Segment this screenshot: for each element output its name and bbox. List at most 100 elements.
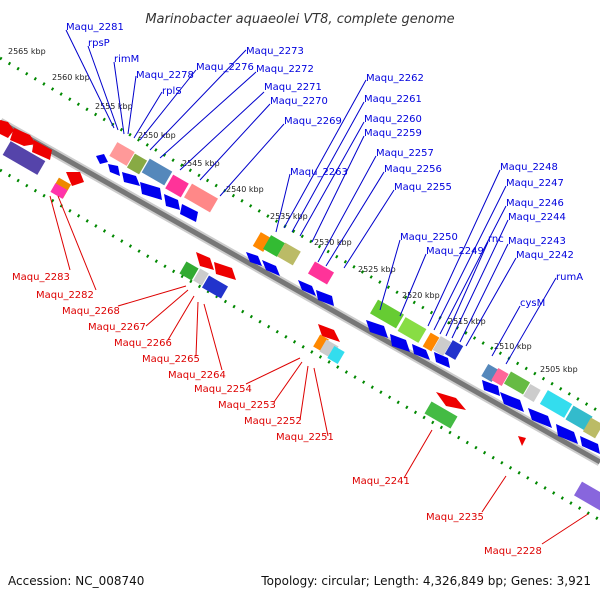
reverse-gene-arrow [32, 140, 52, 160]
gene-block [491, 367, 509, 387]
gene-block [109, 142, 135, 166]
forward-gene-labels: Maqu_2281 rpsP rimM Maqu_2278 rplS Maqu_… [66, 22, 583, 309]
kbp-tick-labels: 2565 kbp 2560 kbp 2555 kbp 2550 kbp 2545… [8, 47, 578, 374]
reverse-gene-arrow [0, 120, 14, 138]
gene-label: Maqu_2264 [168, 370, 226, 381]
forward-gene-arrow [390, 334, 410, 352]
gene-label: Maqu_2267 [88, 322, 146, 333]
forward-gene-arrow [412, 344, 430, 360]
gene-block [424, 401, 458, 429]
kbp-label: 2545 kbp [182, 159, 220, 168]
forward-gene-arrow [180, 204, 198, 222]
gene-label: rpsP [88, 38, 110, 49]
map-title: Marinobacter aquaeolei VT8, complete gen… [145, 12, 454, 27]
blue-leader-lines [65, 29, 557, 365]
reverse-gene-arrow [436, 392, 466, 410]
gene-label: rimM [114, 54, 139, 65]
gene-block [307, 261, 335, 285]
kbp-label: 2530 kbp [314, 238, 352, 247]
reverse-gene-labels: Maqu_2283 Maqu_2282 Maqu_2268 Maqu_2267 … [12, 272, 542, 557]
gene-label: Maqu_2252 [244, 416, 302, 427]
kbp-label: 2540 kbp [226, 185, 264, 194]
gene-block [263, 235, 285, 257]
accession-text: Accession: NC_008740 [8, 574, 145, 588]
gene-label: Maqu_2268 [62, 306, 120, 317]
gene-block [141, 158, 173, 186]
forward-gene-arrow [122, 172, 140, 186]
gene-label: Maqu_2255 [394, 182, 452, 193]
gene-label: Maqu_2253 [218, 400, 276, 411]
forward-gene-arrow [434, 352, 450, 368]
reverse-gene-arrow [10, 128, 36, 146]
gene-block [277, 242, 301, 266]
gene-label: Maqu_2269 [284, 116, 342, 127]
forward-gene-arrow [482, 380, 500, 396]
gene-label: Maqu_2251 [276, 432, 334, 443]
gene-label: Maqu_2273 [246, 46, 304, 57]
gene-label: Maqu_2281 [66, 22, 124, 33]
gene-label: cysM [520, 298, 545, 309]
reverse-gene-arrow [214, 262, 236, 280]
forward-gene-arrow [366, 320, 388, 338]
tick-ring-outer [0, 56, 600, 414]
gene-label: Maqu_2256 [384, 164, 442, 175]
gene-block [179, 261, 199, 281]
gene-block [582, 417, 600, 439]
forward-gene-arrow [556, 424, 578, 444]
gene-label: Maqu_2272 [256, 64, 314, 75]
gene-label: Maqu_2262 [366, 73, 424, 84]
gene-block [574, 481, 600, 511]
forward-gene-arrow [96, 154, 108, 164]
gene-block [2, 141, 46, 175]
gene-label: Maqu_2246 [506, 198, 564, 209]
gene-label: Maqu_2271 [264, 82, 322, 93]
forward-gene-arrow [262, 260, 280, 276]
kbp-label: 2505 kbp [540, 365, 578, 374]
forward-gene-arrow [108, 164, 120, 176]
kbp-label: 2550 kbp [138, 131, 176, 140]
red-leader-lines [49, 195, 589, 545]
forward-gene-arrow [298, 280, 316, 296]
gene-label: rnc [488, 234, 504, 245]
gene-label: Maqu_2243 [508, 236, 566, 247]
forward-gene-arrow [500, 392, 524, 412]
gene-block [327, 345, 345, 365]
gene-label: Maqu_2260 [364, 114, 422, 125]
gene-label: Maqu_2235 [426, 512, 484, 523]
gene-label: Maqu_2278 [136, 70, 194, 81]
gene-label: Maqu_2257 [376, 148, 434, 159]
gene-block [432, 336, 452, 356]
gene-block [252, 232, 272, 252]
gene-label: rplS [162, 86, 182, 97]
gene-label: Maqu_2259 [364, 128, 422, 139]
forward-gene-arrow [528, 408, 552, 428]
gene-block [539, 390, 573, 418]
gene-label: Maqu_2266 [114, 338, 172, 349]
kbp-label: 2520 kbp [402, 291, 440, 300]
reverse-gene-arrow [318, 324, 340, 342]
gene-block [503, 371, 531, 395]
gene-label: Maqu_2263 [290, 167, 348, 178]
gene-label: Maqu_2228 [484, 546, 542, 557]
gene-block [444, 340, 464, 360]
kbp-label: 2535 kbp [270, 212, 308, 221]
kbp-label: 2525 kbp [358, 265, 396, 274]
kbp-label: 2560 kbp [52, 73, 90, 82]
gene-block [397, 317, 427, 343]
reverse-gene-arrow [196, 252, 214, 270]
gene-label: Maqu_2265 [142, 354, 200, 365]
gene-label: Maqu_2242 [516, 250, 574, 261]
gene-label: Maqu_2248 [500, 162, 558, 173]
gene-label: Maqu_2250 [400, 232, 458, 243]
kbp-label: 2565 kbp [8, 47, 46, 56]
gene-block [422, 332, 440, 352]
gene-block [165, 174, 189, 198]
gene-label: Maqu_2276 [196, 62, 254, 73]
gene-block [193, 268, 209, 286]
kbp-label: 2555 kbp [95, 102, 133, 111]
gene-block [523, 383, 541, 403]
forward-gene-arrow [246, 252, 262, 266]
gene-block [565, 405, 593, 431]
gene-label: Maqu_2254 [194, 384, 252, 395]
